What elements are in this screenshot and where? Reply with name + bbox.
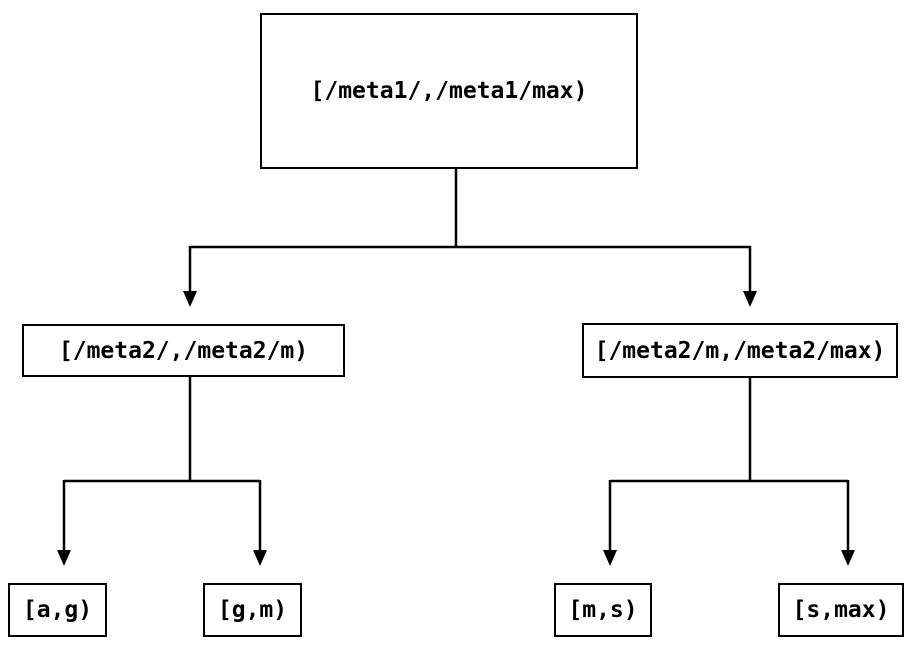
arrowhead-down-icon: [603, 550, 617, 566]
node-label: [/meta2/,/meta2/m): [58, 337, 309, 364]
node-label: [/meta1/,/meta1/max): [310, 78, 588, 104]
leaf-node-a-g: [a,g): [8, 583, 107, 637]
node-label: [s,max): [792, 597, 890, 623]
arrowhead-down-icon: [253, 550, 267, 566]
arrowhead-down-icon: [183, 291, 197, 307]
leaf-node-m-s: [m,s): [554, 583, 652, 637]
edge-left-to-leaves: [57, 377, 267, 566]
node-label: [/meta2/m,/meta2/max): [594, 337, 886, 364]
arrowhead-down-icon: [841, 550, 855, 566]
leaf-node-g-m: [g,m): [203, 583, 302, 637]
leaf-node-s-max: [s,max): [778, 583, 904, 637]
node-meta2-upper-range: [/meta2/m,/meta2/max): [582, 323, 898, 378]
node-label: [g,m): [217, 597, 288, 623]
arrowhead-down-icon: [57, 550, 71, 566]
arrowhead-down-icon: [743, 291, 757, 307]
edge-right-to-leaves: [603, 377, 855, 566]
node-meta2-lower-range: [/meta2/,/meta2/m): [22, 324, 345, 377]
node-label: [a,g): [22, 597, 93, 623]
node-meta1-range: [/meta1/,/meta1/max): [260, 13, 638, 169]
edge-root-to-children: [183, 168, 757, 307]
node-label: [m,s): [568, 597, 638, 623]
